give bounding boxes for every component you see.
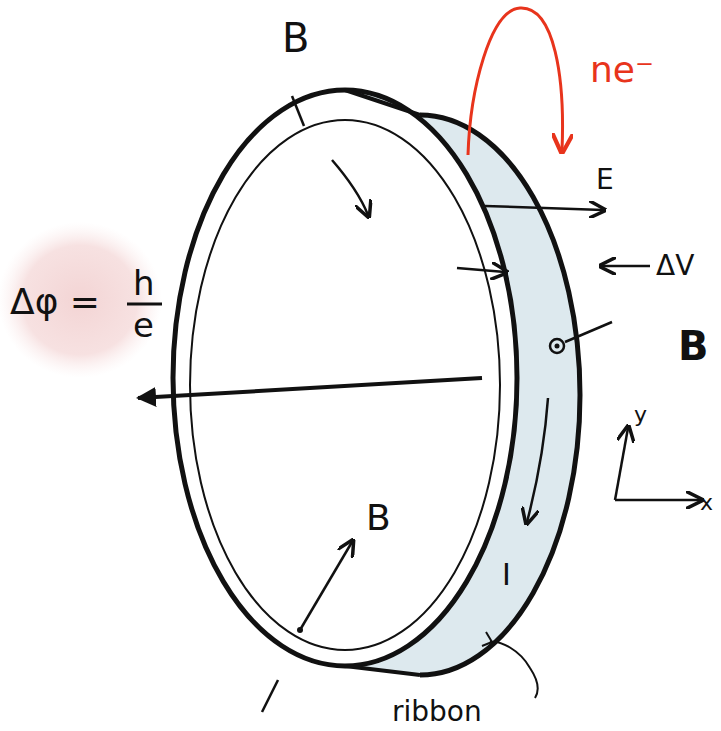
ring-top-edge [345, 90, 420, 115]
current-arrow [527, 398, 548, 522]
field-line [292, 96, 304, 126]
fraction-bar [127, 303, 162, 306]
leader-line [565, 322, 612, 342]
charge-label: ne⁻ [590, 52, 654, 88]
voltage-arrow [457, 268, 505, 272]
field-label: B [282, 18, 309, 58]
field-arrow [300, 542, 352, 630]
leader-line [490, 642, 538, 698]
field-label: E [596, 166, 614, 194]
field-dot [297, 627, 303, 633]
field-arrow [332, 160, 368, 215]
formula-text: Δφ = [10, 284, 100, 320]
formula-denominator: e [133, 308, 154, 342]
ring-bottom-edge [345, 666, 420, 675]
field-label: B [678, 326, 709, 366]
current-label: I [502, 560, 511, 590]
voltage-arrow [602, 265, 650, 268]
axis-label: y [634, 404, 647, 426]
flux-axis-arrow [138, 378, 482, 398]
field-out-dot [555, 344, 560, 349]
x-axis [615, 499, 700, 502]
electron-path-arrow [468, 8, 563, 155]
voltage-label: ΔV [656, 252, 694, 280]
formula-numerator: h [133, 266, 155, 300]
field-arrow [485, 206, 603, 210]
y-axis [615, 428, 628, 500]
axis-label: x [700, 492, 713, 514]
highlight-blob [0, 222, 162, 378]
leader-tick [482, 632, 492, 646]
field-line [262, 680, 278, 712]
ring-front-edge [420, 115, 580, 675]
part-name: ribbon [392, 698, 482, 726]
field-label: B [366, 500, 391, 536]
field-out-symbol [550, 339, 564, 353]
